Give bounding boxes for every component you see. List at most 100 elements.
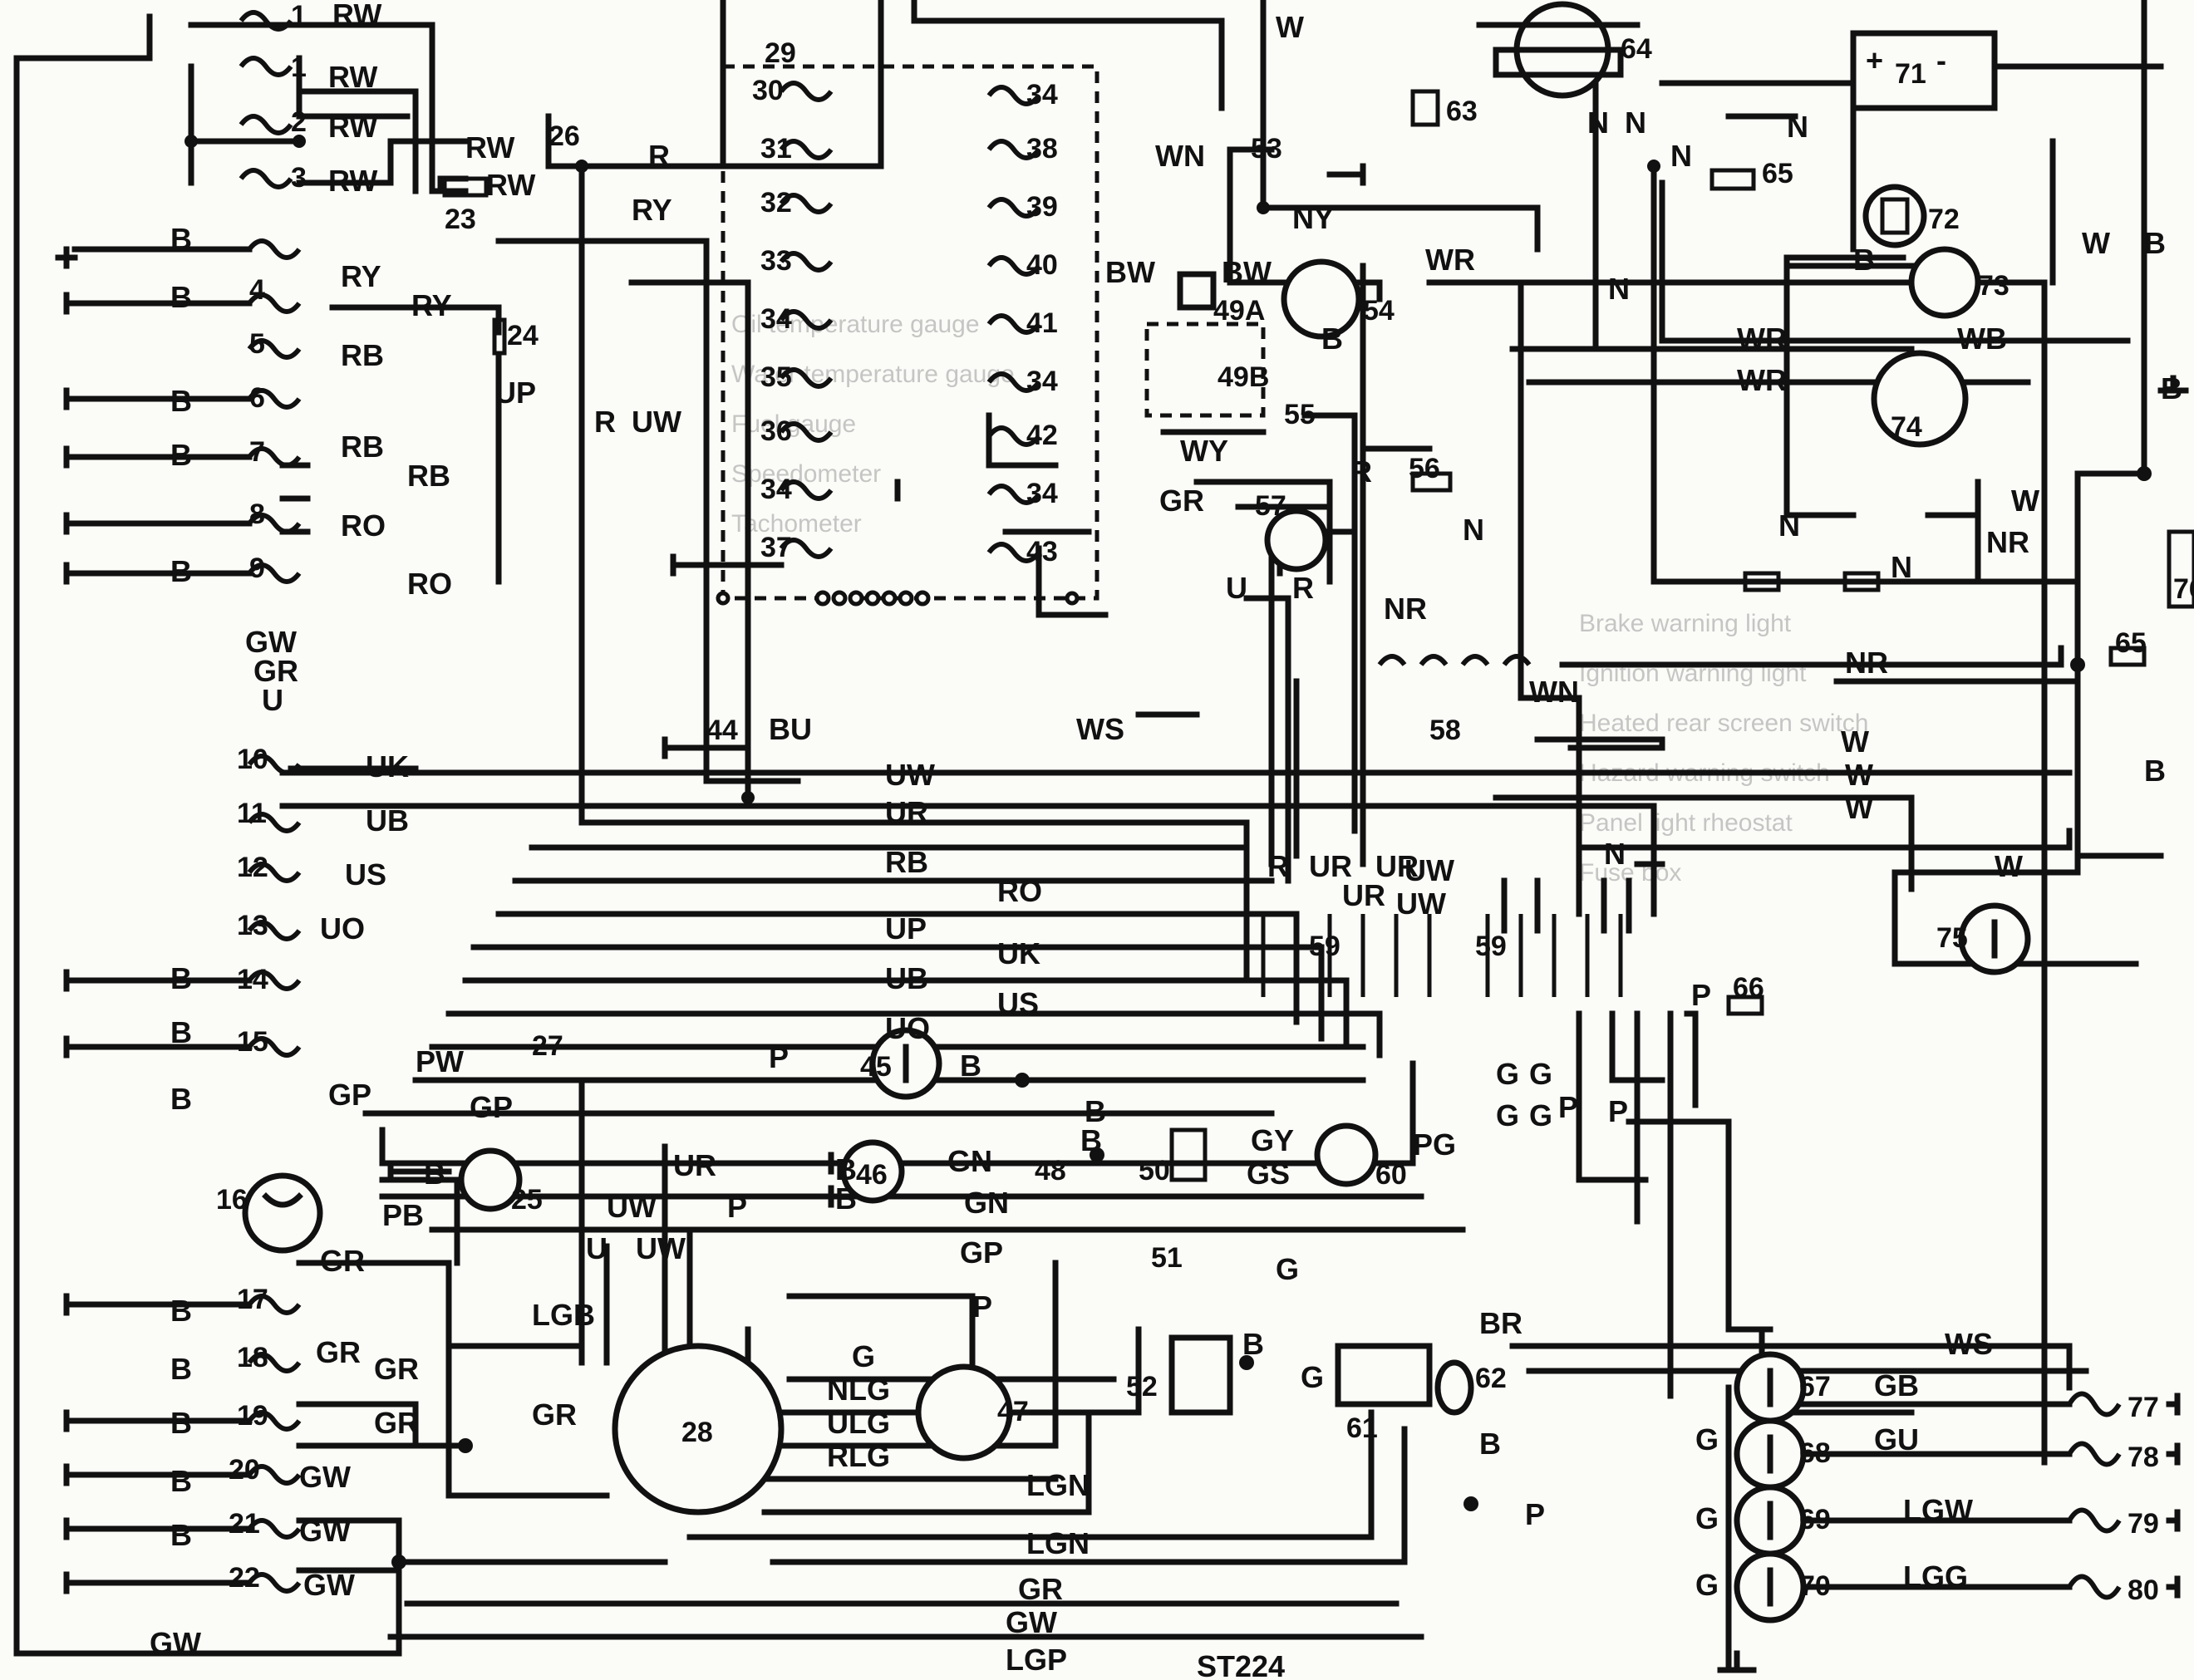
wire-code: UR — [1342, 878, 1385, 912]
component-label: 61 — [1346, 1412, 1378, 1444]
wire-code: PW — [416, 1044, 464, 1078]
component-label: 23 — [445, 204, 476, 235]
wire-code: LGB — [532, 1298, 595, 1332]
wire-code: R — [1292, 571, 1314, 605]
wire-code: GR — [374, 1352, 419, 1386]
wire-code: N — [1891, 550, 1912, 584]
wire-code: P — [1525, 1497, 1545, 1531]
wire-code: GW — [1006, 1605, 1057, 1639]
component-label: 2 — [291, 106, 307, 138]
component-label: 14 — [237, 964, 268, 995]
component-label: 54 — [1363, 295, 1395, 327]
wire-code: UR — [673, 1148, 716, 1182]
wire-code: WS — [1945, 1327, 1993, 1361]
wire-code: GW — [299, 1514, 351, 1548]
component-label: 80 — [2128, 1574, 2159, 1606]
wire-code: GW — [245, 625, 297, 659]
wire-code: UB — [885, 961, 928, 995]
wire-code: B — [170, 1015, 192, 1049]
wire-code: B — [170, 280, 192, 314]
wire-code: UK — [366, 749, 409, 784]
wire-code: W — [2011, 484, 2039, 518]
component-label: 56 — [1409, 453, 1440, 484]
wire-code: R — [594, 405, 616, 439]
wire-code: PB — [382, 1198, 424, 1232]
component-label: 78 — [2128, 1442, 2159, 1473]
wire-code: B — [170, 1082, 192, 1116]
wire-code: RW — [465, 130, 514, 165]
wire-code: G — [1529, 1057, 1552, 1091]
wire-code: N — [1670, 139, 1692, 173]
wire-code: UW — [607, 1190, 657, 1224]
wire-code: G — [1529, 1098, 1552, 1132]
wire-code: UR — [1309, 849, 1352, 883]
wire-code: RW — [328, 110, 377, 144]
wire-code: BW — [1105, 255, 1155, 289]
wire-code: P — [727, 1190, 747, 1224]
component-label: 30 — [752, 75, 784, 106]
component-label: 73 — [1978, 270, 2010, 302]
component-label: 41 — [1026, 307, 1058, 339]
component-label: 6 — [249, 382, 265, 414]
wire-code: RY — [341, 259, 381, 293]
component-label: 69 — [1799, 1504, 1831, 1535]
component-label: 48 — [1035, 1155, 1066, 1186]
component-label: 32 — [760, 187, 792, 219]
component-label: 43 — [1026, 536, 1058, 567]
wire-code: B — [1321, 322, 1343, 356]
wire-code: GN — [947, 1144, 992, 1178]
earth-symbols — [55, 163, 2189, 1673]
wire-code: GW — [303, 1568, 355, 1602]
wire-code: GR — [532, 1398, 577, 1432]
wire-code: GN — [964, 1186, 1009, 1220]
component-label: 71 — [1895, 58, 1926, 90]
ghost-text: Heated rear screen switch — [1579, 710, 1869, 737]
wire-code: RO — [341, 508, 386, 543]
wire-code: WY — [1180, 434, 1228, 468]
wire-code: G — [1496, 1057, 1519, 1091]
wire-code: NR — [1845, 646, 1888, 680]
ghost-text: Speedometer — [731, 460, 881, 488]
wire-code: W — [1845, 791, 1873, 825]
wire-code: B — [170, 438, 192, 472]
component-label: 72 — [1928, 204, 1960, 235]
component-label: 5 — [249, 328, 265, 360]
wire-code: U — [1226, 571, 1247, 605]
wire-code: U — [586, 1231, 608, 1265]
component-label: 33 — [760, 245, 792, 277]
component-label: 34 — [1026, 79, 1058, 111]
component-label: 74 — [1891, 411, 1922, 443]
wire-code: B — [1242, 1327, 1264, 1361]
wire-code: GP — [328, 1078, 371, 1112]
wire-code: B — [424, 1157, 445, 1191]
component-label: 29 — [765, 37, 796, 69]
wire-code: G — [1695, 1422, 1719, 1456]
component-label: 57 — [1255, 490, 1286, 522]
wire-code: W — [1995, 849, 2023, 883]
wire-code: B — [170, 1406, 192, 1440]
battery-minus-label: - — [1936, 43, 1946, 77]
wire-code: GP — [960, 1235, 1003, 1270]
wire-code: RB — [341, 430, 384, 464]
component-label: 60 — [1375, 1159, 1407, 1191]
wire-code-labels: RW RW RW RW RW RW R RY B RY RY B RB B RB… — [150, 0, 2182, 1677]
wire-code: R — [648, 139, 670, 173]
wire-code: RB — [407, 459, 450, 493]
component-label: 15 — [237, 1026, 268, 1058]
component-label: 67 — [1799, 1371, 1831, 1402]
component-label: 66 — [1733, 972, 1764, 1004]
drawing-reference: ST224 — [1197, 1649, 1285, 1680]
wire-code: UW — [1396, 887, 1446, 921]
component-label: 28 — [681, 1417, 713, 1448]
wire-code: GP — [470, 1090, 513, 1124]
wire-code: UW — [632, 405, 681, 439]
wire-code: B — [835, 1152, 857, 1186]
component-label: 31 — [760, 133, 792, 165]
wire-code: N — [1587, 106, 1609, 140]
wire-code: GR — [374, 1406, 419, 1440]
component-label: 59 — [1475, 931, 1507, 962]
component-label: 18 — [237, 1342, 268, 1373]
component-label: 70 — [1799, 1570, 1831, 1602]
wire-code: P — [1608, 1094, 1628, 1128]
